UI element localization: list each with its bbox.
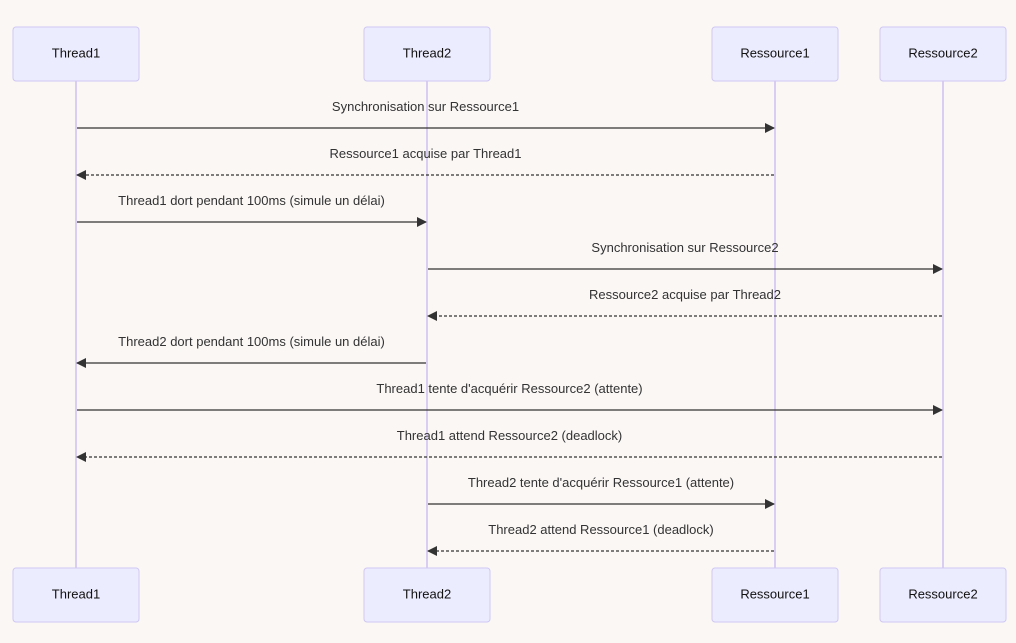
actor-top-ressource1: Ressource1 xyxy=(711,26,839,82)
messages: Synchronisation sur Ressource1Ressource1… xyxy=(76,99,943,556)
actor-box xyxy=(879,26,1007,82)
message-label: Ressource1 acquise par Thread1 xyxy=(330,146,522,161)
message-8: Thread1 attend Ressource2 (deadlock) xyxy=(76,428,942,462)
message-1: Synchronisation sur Ressource1 xyxy=(77,99,775,133)
message-3: Thread1 dort pendant 100ms (simule un dé… xyxy=(77,193,427,227)
actor-label: Thread1 xyxy=(52,45,100,60)
actor-label: Thread2 xyxy=(403,586,451,601)
actor-box xyxy=(12,26,140,82)
actor-label: Thread2 xyxy=(403,45,451,60)
message-label: Synchronisation sur Ressource2 xyxy=(591,240,778,255)
message-2: Ressource1 acquise par Thread1 xyxy=(76,146,774,180)
message-label: Thread1 dort pendant 100ms (simule un dé… xyxy=(118,193,385,208)
lifelines xyxy=(75,81,944,568)
actor-top-thread2: Thread2 xyxy=(363,26,491,82)
message-label: Thread2 attend Ressource1 (deadlock) xyxy=(488,522,713,537)
message-4: Synchronisation sur Ressource2 xyxy=(428,240,943,274)
message-label: Thread2 dort pendant 100ms (simule un dé… xyxy=(118,334,385,349)
message-6: Thread2 dort pendant 100ms (simule un dé… xyxy=(76,334,426,368)
message-label: Thread1 tente d'acquérir Ressource2 (att… xyxy=(376,381,642,396)
actor-bottom-ressource2: Ressource2 xyxy=(879,567,1007,623)
actor-top-thread1: Thread1 xyxy=(12,26,140,82)
message-9: Thread2 tente d'acquérir Ressource1 (att… xyxy=(428,475,775,509)
message-label: Thread1 attend Ressource2 (deadlock) xyxy=(397,428,622,443)
actor-label: Ressource2 xyxy=(908,586,977,601)
actors-top: Thread1 Thread2 Ressource1 Ressource2 xyxy=(12,26,1007,82)
actors-bottom: Thread1 Thread2 Ressource1 Ressource2 xyxy=(12,567,1007,623)
message-5: Ressource2 acquise par Thread2 xyxy=(427,287,942,321)
actor-bottom-thread2: Thread2 xyxy=(363,567,491,623)
actor-box xyxy=(711,567,839,623)
actor-box xyxy=(12,567,140,623)
actor-box xyxy=(879,567,1007,623)
actor-label: Thread1 xyxy=(52,586,100,601)
actor-top-ressource2: Ressource2 xyxy=(879,26,1007,82)
message-label: Ressource2 acquise par Thread2 xyxy=(589,287,781,302)
actor-box xyxy=(363,26,491,82)
actor-box xyxy=(711,26,839,82)
actor-label: Ressource1 xyxy=(740,586,809,601)
actor-bottom-ressource1: Ressource1 xyxy=(711,567,839,623)
message-7: Thread1 tente d'acquérir Ressource2 (att… xyxy=(77,381,943,415)
actor-label: Ressource2 xyxy=(908,45,977,60)
actor-label: Ressource1 xyxy=(740,45,809,60)
message-label: Synchronisation sur Ressource1 xyxy=(332,99,519,114)
actor-bottom-thread1: Thread1 xyxy=(12,567,140,623)
message-10: Thread2 attend Ressource1 (deadlock) xyxy=(427,522,774,556)
message-label: Thread2 tente d'acquérir Ressource1 (att… xyxy=(468,475,734,490)
actor-box xyxy=(363,567,491,623)
